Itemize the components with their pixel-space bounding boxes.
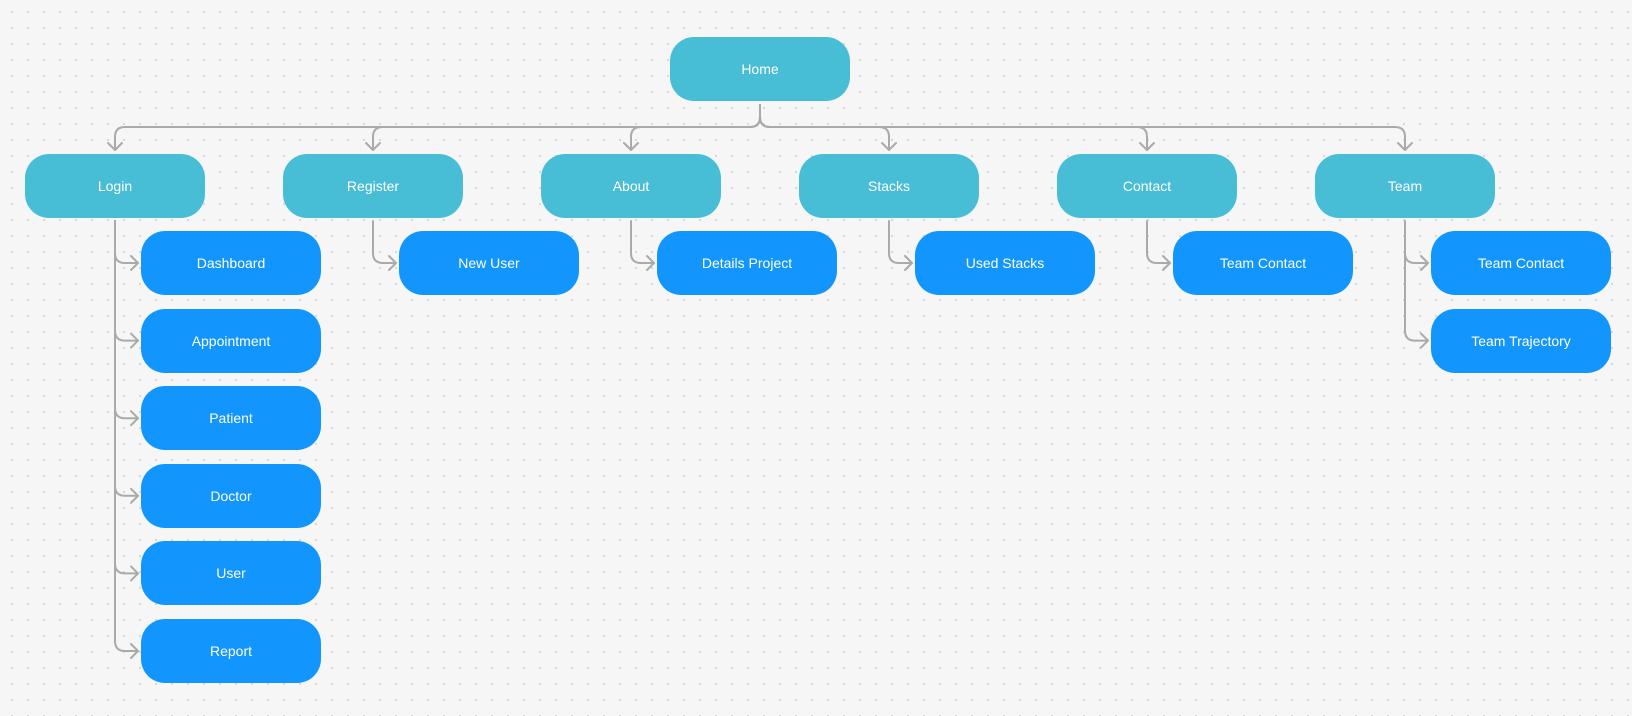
node-team-contact[interactable]: Team Contact (1431, 231, 1611, 295)
node-new-user[interactable]: New User (399, 231, 579, 295)
node-doctor[interactable]: Doctor (141, 463, 321, 528)
arrow-to-team-icon (1397, 142, 1413, 151)
node-user[interactable]: User (141, 541, 321, 606)
arrow-to-used-stacks-icon (904, 255, 913, 271)
arrow-to-report-icon (130, 643, 139, 659)
connector-team-to-team-trajectory (1404, 220, 1429, 342)
arrow-to-login-icon (107, 142, 123, 151)
node-dashboard[interactable]: Dashboard (141, 231, 321, 295)
arrow-to-new-user-icon (388, 255, 397, 271)
connector-register-to-new-user (372, 220, 397, 264)
node-patient[interactable]: Patient (141, 386, 321, 451)
arrow-to-team-contact-icon (1162, 255, 1171, 271)
connector-home-to-team (759, 104, 1406, 151)
arrow-to-contact-icon (1139, 142, 1155, 151)
arrow-to-stacks-icon (881, 142, 897, 151)
connector-login-to-report (114, 220, 139, 652)
node-home[interactable]: Home (670, 37, 850, 101)
connector-login-to-user (114, 220, 139, 575)
connector-team-to-team-contact (1404, 220, 1429, 264)
arrow-to-appointment-icon (130, 332, 139, 349)
connector-home-to-about (630, 104, 761, 151)
arrow-to-about-icon (623, 142, 639, 151)
node-stacks[interactable]: Stacks (799, 154, 979, 218)
arrow-to-details-project-icon (646, 255, 655, 271)
node-register[interactable]: Register (283, 154, 463, 218)
connector-login-to-patient (114, 220, 139, 420)
arrow-to-user-icon (130, 565, 139, 582)
arrow-to-doctor-icon (130, 487, 139, 504)
node-about[interactable]: About (541, 154, 721, 218)
node-used-stacks[interactable]: Used Stacks (915, 231, 1095, 295)
arrow-to-team-contact-icon (1420, 255, 1429, 271)
arrow-to-patient-icon (130, 410, 139, 427)
connector-stacks-to-used-stacks (888, 220, 913, 264)
arrow-to-team-trajectory-icon (1420, 332, 1429, 349)
node-login[interactable]: Login (25, 154, 205, 218)
node-details-project[interactable]: Details Project (657, 231, 837, 295)
node-team[interactable]: Team (1315, 154, 1495, 218)
node-appointment[interactable]: Appointment (141, 308, 321, 373)
connector-contact-to-team-contact (1146, 220, 1171, 264)
connector-login-to-appointment (114, 220, 139, 342)
connector-about-to-details-project (630, 220, 655, 264)
node-team-contact[interactable]: Team Contact (1173, 231, 1353, 295)
connector-login-to-dashboard (114, 220, 139, 264)
node-team-trajectory[interactable]: Team Trajectory (1431, 308, 1611, 373)
node-report[interactable]: Report (141, 619, 321, 683)
arrow-to-dashboard-icon (130, 255, 139, 271)
arrow-to-register-icon (365, 142, 381, 151)
node-contact[interactable]: Contact (1057, 154, 1237, 218)
